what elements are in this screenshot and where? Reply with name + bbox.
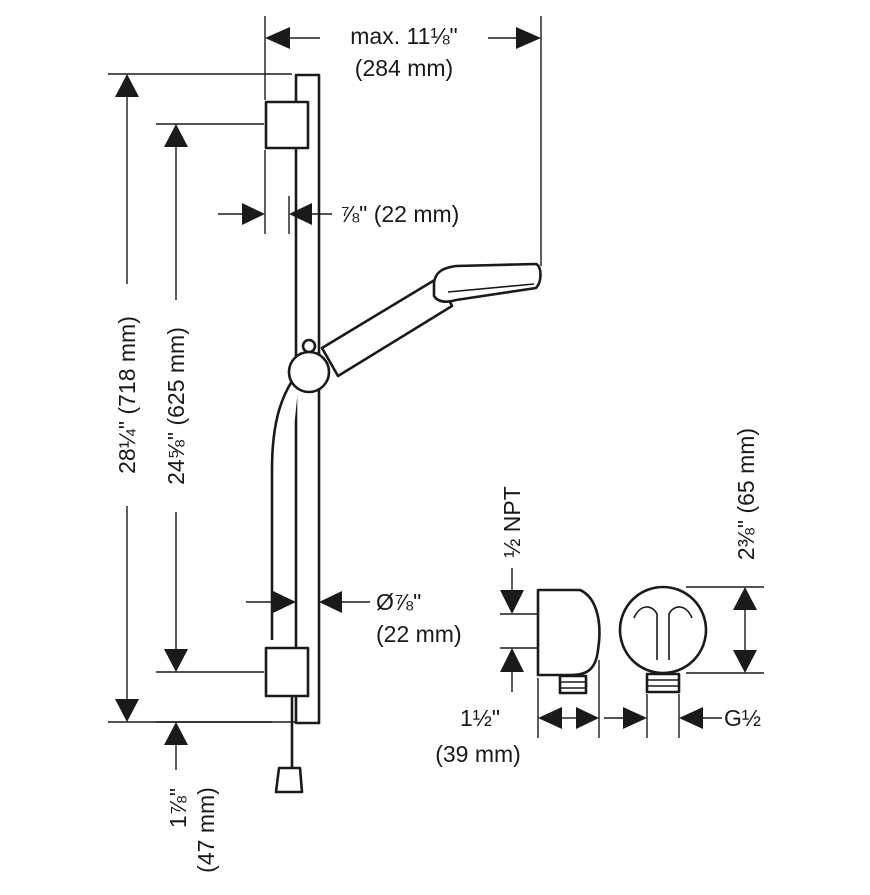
- total-height-label: 28¼" (718 mm): [114, 316, 140, 474]
- wall-outlet-front-view: [618, 585, 708, 694]
- hose-cone-fitting: [274, 766, 304, 794]
- dim-hose-thread: G½: [604, 694, 761, 738]
- hand-shower-head: [432, 262, 542, 303]
- slider-knob: [301, 338, 317, 354]
- dim-outlet-thread: ½ NPT: [499, 486, 538, 692]
- dim-bottom-offset: 1⅞" (47 mm): [156, 721, 272, 873]
- max-width-metric: (284 mm): [355, 55, 453, 81]
- wall-outlet-flange: [618, 585, 708, 675]
- flange-detail-left: [633, 606, 658, 660]
- dim-max-width: max. 11⅛" (284 mm): [264, 16, 542, 266]
- shower-rail-assembly: [264, 73, 542, 794]
- flange-detail-right: [668, 606, 693, 660]
- bracket-spacing-label: 24⅝" (625 mm): [163, 327, 189, 485]
- dim-outlet-depth: 1½" (39 mm): [435, 660, 600, 767]
- bracket-width-label: ⅞" (22 mm): [340, 201, 459, 227]
- dim-rail-diameter: Ø⅞" (22 mm): [246, 589, 462, 647]
- bottom-offset-metric: (47 mm): [193, 787, 219, 873]
- dim-outlet-height: 2⅜" (65 mm): [686, 428, 764, 674]
- wall-outlet-body: [536, 588, 601, 677]
- dim-bracket-spacing: 24⅝" (625 mm): [156, 123, 264, 673]
- outlet-depth-metric: (39 mm): [435, 741, 521, 767]
- wall-outlet-thread: [558, 674, 588, 695]
- wall-outlet-side-view: [536, 588, 601, 695]
- hand-shower-spray-face: [447, 283, 535, 293]
- max-width-imperial: max. 11⅛": [350, 23, 457, 49]
- top-wall-bracket: [264, 100, 310, 150]
- rail-diameter-metric: (22 mm): [376, 621, 462, 647]
- bottom-wall-bracket: [264, 646, 310, 698]
- rail-diameter-imperial: Ø⅞": [376, 589, 421, 615]
- slider-holder: [287, 350, 331, 394]
- dim-bracket-width: ⅞" (22 mm): [218, 150, 459, 234]
- rail-bar: [294, 73, 321, 725]
- hose-thread-label: G½: [724, 705, 761, 731]
- flange-thread: [645, 672, 681, 694]
- hand-shower-handle: [320, 276, 454, 378]
- outlet-depth-imperial: 1½": [460, 705, 500, 731]
- outlet-thread-label: ½ NPT: [499, 486, 525, 558]
- dim-total-height: 28¼" (718 mm): [108, 73, 296, 723]
- outlet-height-label: 2⅜" (65 mm): [733, 428, 759, 560]
- bottom-offset-imperial: 1⅞": [165, 788, 191, 828]
